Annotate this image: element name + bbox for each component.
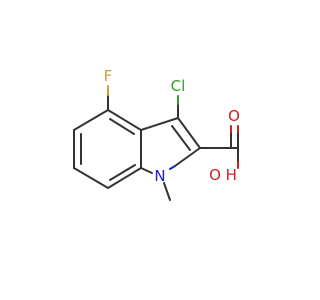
bond-c3a-c4-double	[109, 118, 135, 135]
structure-canvas: F Cl O O H N	[73, 67, 240, 201]
molecule-drawing: F Cl O O H N	[73, 67, 240, 201]
chlorine-label: Cl	[171, 77, 186, 95]
bond-c7-c7a-double	[109, 164, 136, 181]
nitrogen-label: N	[154, 167, 165, 185]
bond-c3-c2	[177, 117, 201, 149]
bond-c7-c7a	[107, 167, 142, 189]
hydroxyl-label: O H	[209, 166, 237, 184]
bond-n1-methyl	[163, 182, 171, 201]
carbonyl-oxygen-label: O	[228, 107, 240, 125]
bond-c6-c7	[73, 167, 109, 189]
bond-c3a-c3	[140, 117, 179, 131]
bond-c3a-c4	[107, 109, 142, 131]
bond-c4-c5	[73, 109, 109, 131]
bond-c2-n1-hetero	[169, 165, 176, 170]
bond-c3-c2-double	[171, 125, 191, 151]
bond-c2-n1	[174, 147, 201, 167]
fluorine-label: F	[104, 67, 113, 85]
bond-n1-c7a	[140, 167, 153, 174]
